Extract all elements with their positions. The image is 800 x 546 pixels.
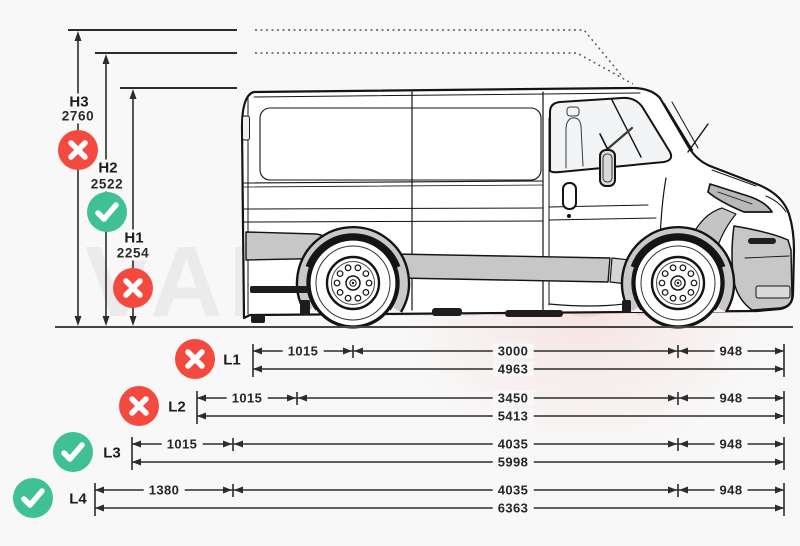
l2-total-length-dim: 5413 bbox=[492, 408, 534, 424]
h1-status-badge bbox=[113, 268, 153, 308]
l1-wheelbase-dim: 3000 bbox=[492, 343, 534, 359]
l4-wheelbase-dim: 4035 bbox=[492, 482, 534, 498]
l3-wheelbase-dim: 4035 bbox=[492, 436, 534, 452]
l4-front-overhang-dim: 1380 bbox=[143, 482, 185, 498]
h2-status-badge bbox=[87, 192, 127, 232]
l4-total-length-dim: 6363 bbox=[492, 500, 534, 516]
l2-rear-overhang-dim: 948 bbox=[714, 390, 748, 406]
h2-label: H2 bbox=[95, 159, 121, 177]
l2-wheelbase-dim: 3450 bbox=[492, 390, 534, 406]
cross-icon bbox=[123, 278, 143, 298]
l1-rear-overhang-dim: 948 bbox=[714, 343, 748, 359]
l2-label: L2 bbox=[165, 398, 189, 416]
l2-front-overhang-dim: 1015 bbox=[226, 390, 268, 406]
h1-value: 2254 bbox=[113, 245, 153, 261]
cross-icon bbox=[129, 396, 149, 416]
l3-label: L3 bbox=[100, 444, 124, 462]
l4-label: L4 bbox=[66, 490, 90, 508]
h2-value: 2522 bbox=[87, 176, 127, 192]
l3-status-badge bbox=[53, 432, 93, 472]
l4-status-badge bbox=[13, 478, 53, 518]
l1-total-length-dim: 4963 bbox=[492, 361, 534, 377]
l1-front-overhang-dim: 1015 bbox=[282, 343, 324, 359]
h3-value: 2760 bbox=[58, 108, 98, 124]
l4-rear-overhang-dim: 948 bbox=[714, 482, 748, 498]
rear-wheel bbox=[307, 237, 399, 329]
check-icon bbox=[21, 488, 45, 508]
check-icon bbox=[61, 442, 85, 462]
h3-status-badge bbox=[58, 130, 98, 170]
cross-icon bbox=[185, 349, 205, 369]
check-icon bbox=[95, 202, 119, 222]
l2-status-badge bbox=[119, 386, 159, 426]
cross-icon bbox=[68, 140, 88, 160]
front-wheel bbox=[632, 237, 724, 329]
l3-rear-overhang-dim: 948 bbox=[714, 436, 748, 452]
l1-status-badge bbox=[175, 339, 215, 379]
l3-total-length-dim: 5998 bbox=[492, 454, 534, 470]
h3-label: H3 bbox=[66, 93, 92, 111]
l1-label: L1 bbox=[220, 351, 244, 369]
h1-label: H1 bbox=[121, 229, 147, 247]
l3-front-overhang-dim: 1015 bbox=[161, 436, 203, 452]
